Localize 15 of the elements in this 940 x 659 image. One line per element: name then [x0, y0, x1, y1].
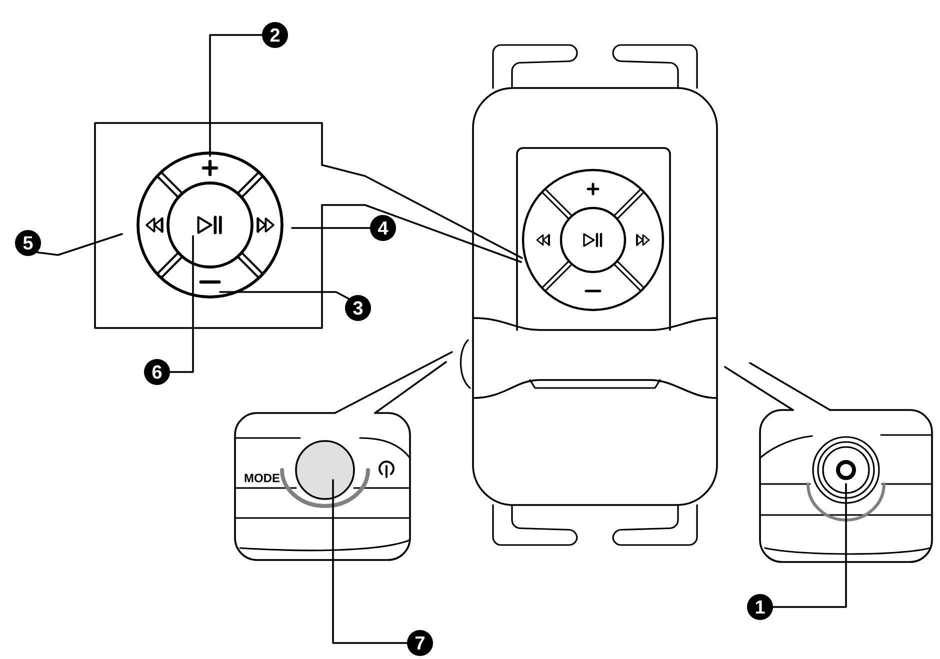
leader-line — [36, 233, 123, 256]
leader-line — [291, 227, 371, 229]
callout-number: 5 — [15, 230, 41, 256]
callout-number: 6 — [144, 359, 170, 385]
callout-number: 1 — [747, 594, 773, 620]
callout-number: 4 — [370, 215, 396, 241]
callout-number: 2 — [262, 22, 288, 48]
leader-line — [209, 34, 263, 157]
leader-line — [332, 479, 408, 644]
leader-line — [169, 235, 194, 373]
callout-number: 3 — [345, 295, 371, 321]
leader-line — [772, 483, 847, 608]
leader-line — [219, 291, 350, 300]
callout-number: 7 — [407, 630, 433, 656]
mode-label: MODE — [244, 474, 280, 482]
